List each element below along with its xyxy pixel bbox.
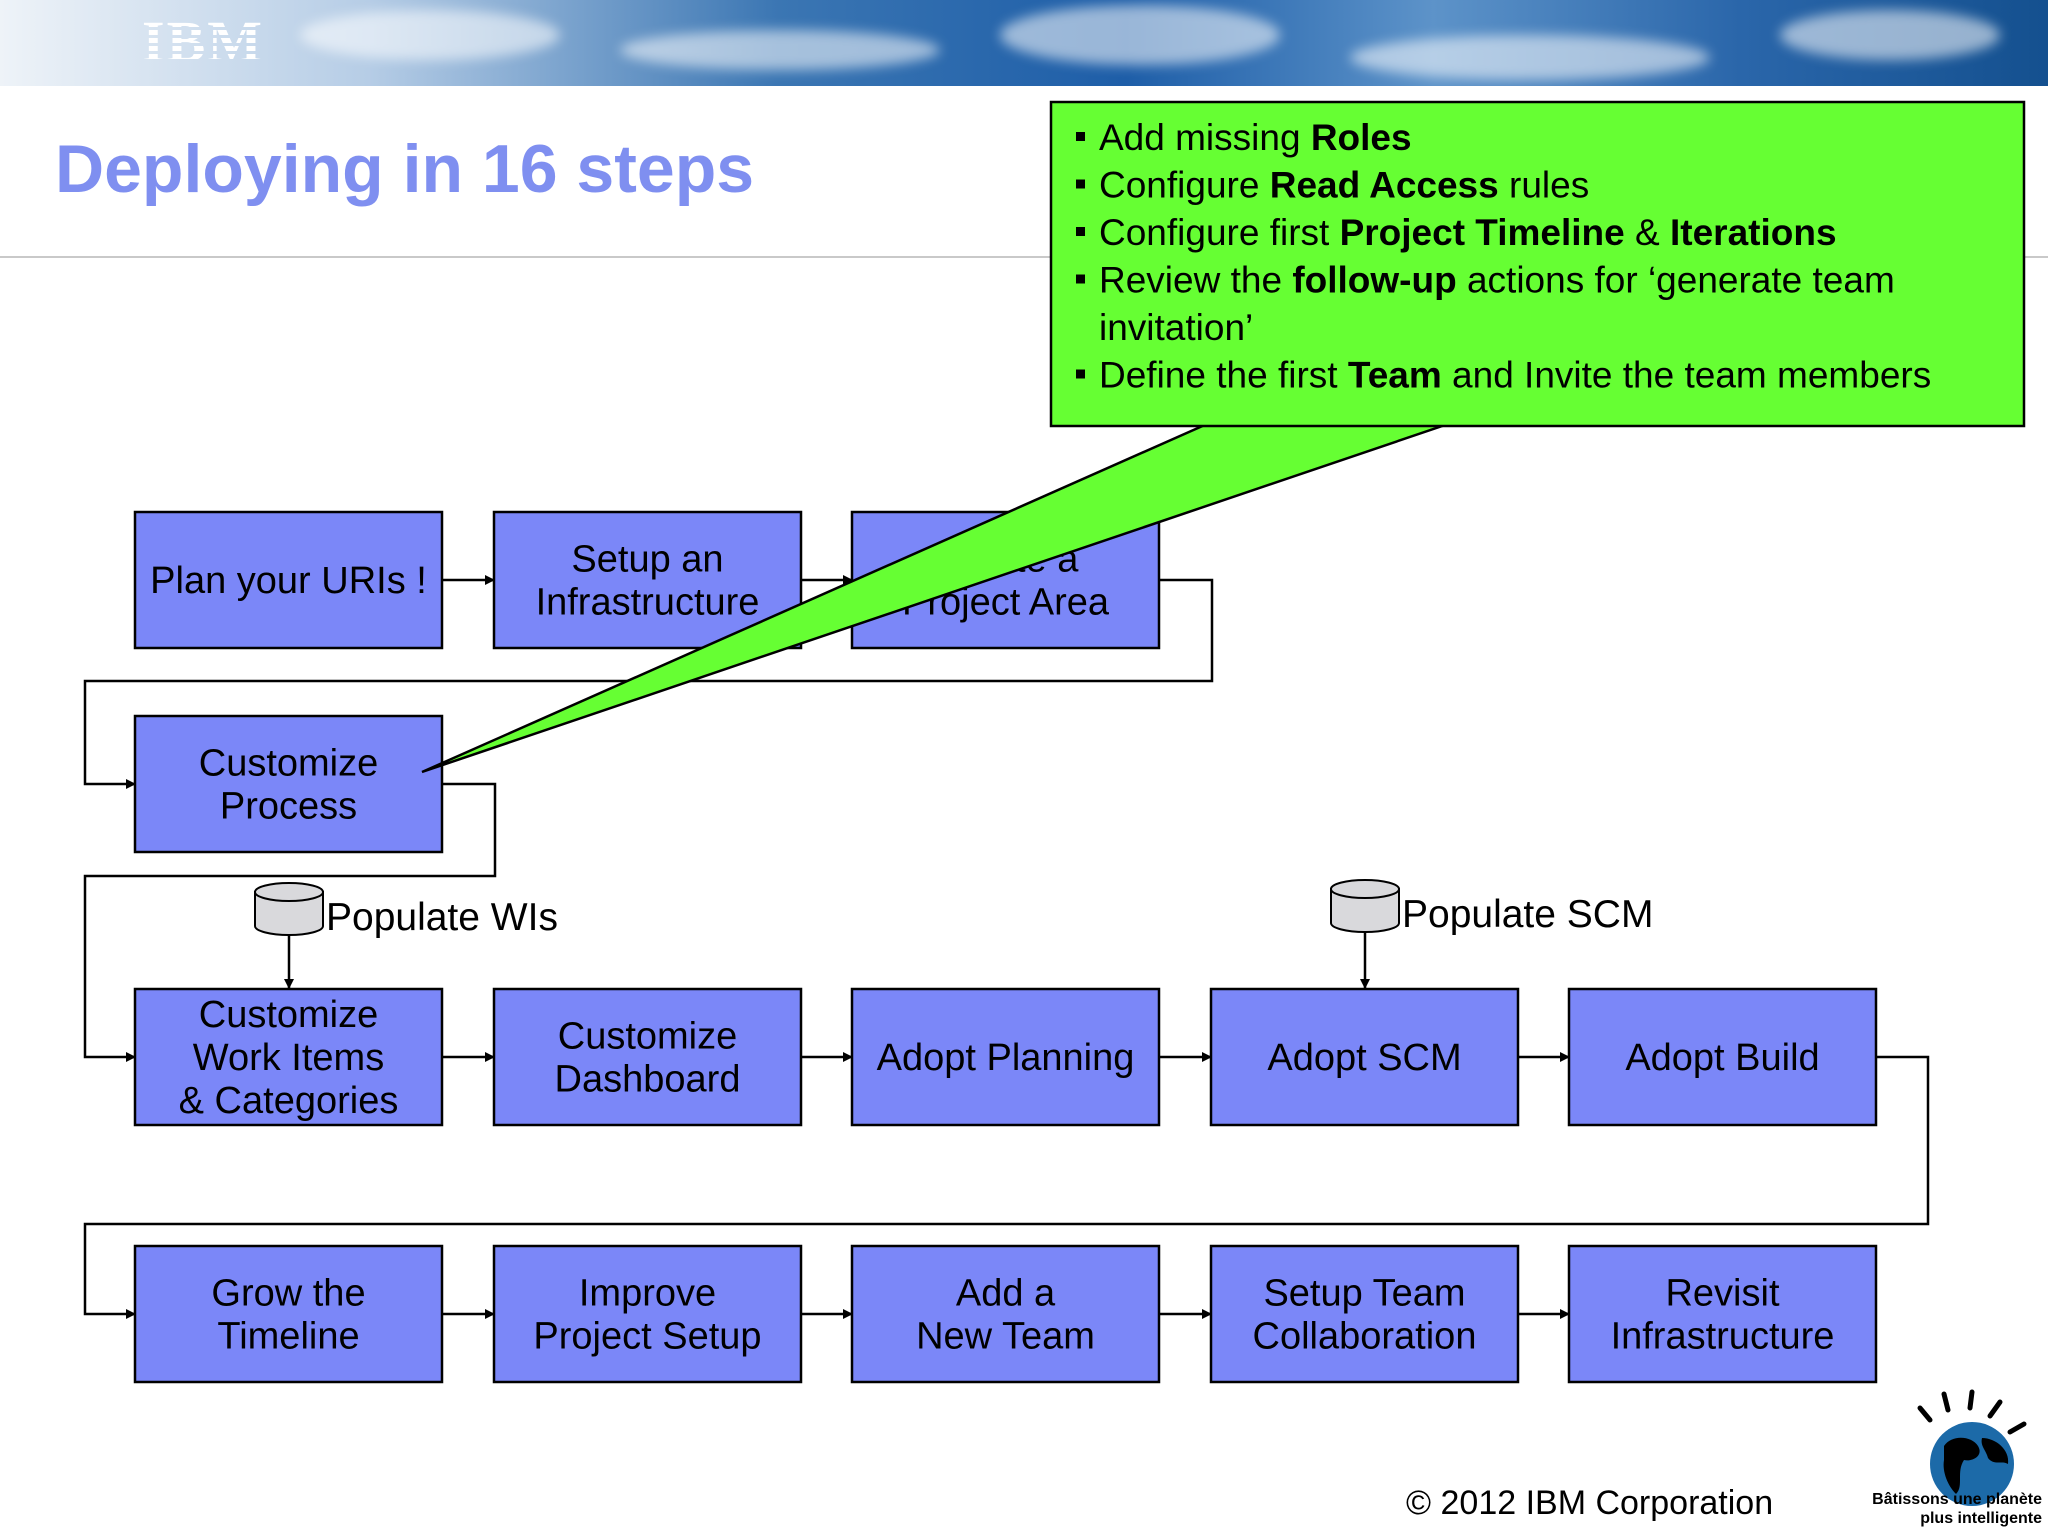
callout-item: Define the first Team and Invite the tea…	[1099, 355, 1931, 396]
smarter-planet-logo	[1852, 1376, 2042, 1532]
databases: Populate WIs Populate SCM	[254, 879, 1653, 989]
step-box	[133, 714, 444, 854]
bullet-icon	[1076, 369, 1085, 379]
database-label: Populate WIs	[326, 896, 558, 939]
arrow-connector	[83, 1055, 1930, 1319]
tagline: Bâtissons une planète plus intelligente	[1872, 1491, 2042, 1527]
callout-item: invitation’	[1099, 307, 1253, 348]
step-box	[492, 1244, 803, 1384]
callout-item: Add missing Roles	[1099, 117, 1412, 158]
database-icon	[254, 882, 324, 936]
step-box	[492, 987, 803, 1127]
bullet-icon	[1076, 179, 1085, 189]
step-box	[1567, 1244, 1878, 1384]
database-populate-scm: Populate SCM	[1330, 879, 1653, 989]
step-label: Adopt Build	[1625, 1037, 1819, 1079]
step-label: Adopt SCM	[1267, 1037, 1461, 1079]
step-label: Add a	[956, 1273, 1056, 1315]
step-label: Setup an	[571, 539, 723, 581]
callout-item: Configure Read Access rules	[1099, 165, 1589, 206]
step-label: Timeline	[217, 1316, 359, 1358]
callout-item: Review the follow-up actions for ‘genera…	[1099, 260, 1895, 301]
step-label: Work Items	[193, 1037, 384, 1079]
step-label: Revisit	[1665, 1273, 1779, 1315]
step-label: & Categories	[179, 1080, 399, 1122]
step-label: Improve	[579, 1273, 716, 1315]
step-label: Collaboration	[1253, 1316, 1477, 1358]
step-label: Setup Team	[1263, 1273, 1465, 1315]
step-boxes: Plan your URIs !Setup anInfrastructureCr…	[133, 510, 1878, 1384]
title-divider	[0, 256, 2048, 258]
step-box	[133, 987, 444, 1127]
database-icon	[1330, 879, 1400, 933]
step-box	[1567, 987, 1878, 1127]
ibm-logo: IBM	[142, 9, 264, 74]
copyright-text: © 2012 IBM Corporation	[1406, 1484, 1774, 1522]
step-label: Adopt Planning	[877, 1037, 1135, 1079]
step-s8: Adopt SCM	[1209, 987, 1520, 1127]
step-box	[133, 510, 444, 650]
bullet-icon	[1076, 132, 1085, 141]
globe-icon	[1917, 1389, 2027, 1506]
step-label: Project Setup	[533, 1316, 761, 1358]
step-box	[1209, 1244, 1520, 1384]
step-label: Customize	[199, 743, 379, 785]
step-box	[1209, 987, 1520, 1127]
step-label: Customize	[558, 1016, 738, 1058]
bullet-icon	[1076, 227, 1085, 236]
step-label: Grow the	[211, 1273, 365, 1315]
step-label: Infrastructure	[536, 582, 760, 624]
bullet-icon	[1076, 274, 1085, 284]
step-s9: Adopt Build	[1567, 987, 1878, 1127]
step-label: Customize	[199, 994, 379, 1036]
database-populate-wis: Populate WIs	[254, 882, 558, 989]
step-s1: Plan your URIs !	[133, 510, 444, 650]
flow-connectors	[83, 575, 1930, 1319]
step-label: New Team	[916, 1316, 1095, 1358]
page-title: Deploying in 16 steps	[55, 131, 755, 207]
arrow-connector	[83, 782, 497, 1062]
callout-box	[1049, 100, 2026, 428]
database-label: Populate SCM	[1402, 893, 1653, 936]
header-banner: IBM	[0, 0, 2048, 86]
callout-item: Configure first Project Timeline & Itera…	[1099, 212, 1837, 253]
step-label: Dashboard	[555, 1059, 741, 1101]
step-label: Plan your URIs !	[150, 560, 427, 602]
step-box	[850, 987, 1161, 1127]
step-label: Infrastructure	[1611, 1316, 1835, 1358]
step-s7: Adopt Planning	[850, 987, 1161, 1127]
step-box	[850, 1244, 1161, 1384]
step-box	[133, 1244, 444, 1384]
step-label: Process	[220, 786, 357, 828]
